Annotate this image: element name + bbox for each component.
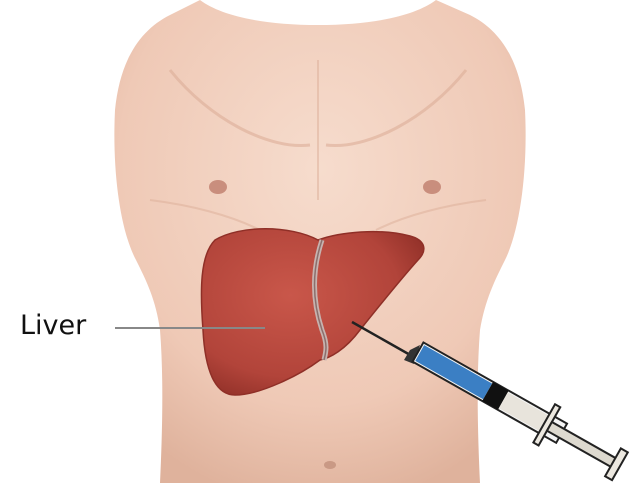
navel (324, 461, 336, 469)
right-nipple (423, 180, 441, 194)
left-nipple (209, 180, 227, 194)
liver-label: Liver (20, 312, 86, 339)
